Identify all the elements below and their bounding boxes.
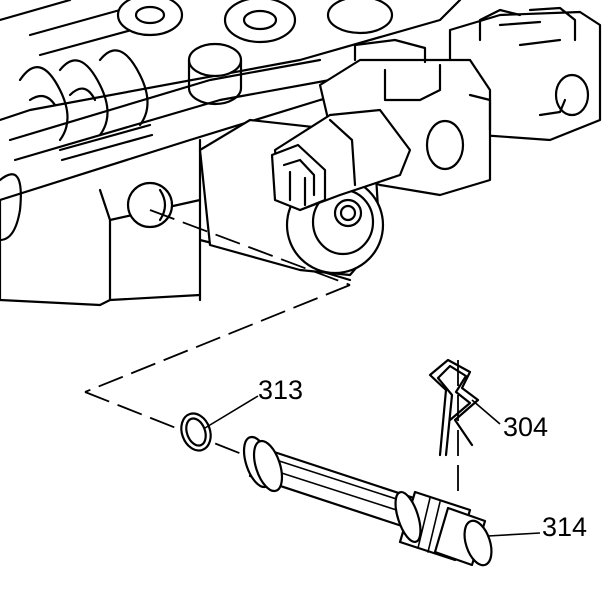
- retainer-clip: [428, 358, 480, 457]
- callout-314-group: 314: [487, 512, 587, 542]
- callout-313-group: 313: [204, 375, 303, 429]
- callout-304: 304: [503, 412, 548, 442]
- callout-313: 313: [258, 375, 303, 405]
- valve: [242, 435, 493, 567]
- assembly-guide-lines: [84, 209, 459, 500]
- leader-304: [471, 399, 501, 425]
- o-ring-seal: [180, 412, 212, 452]
- pressure-control-solenoid: [198, 108, 412, 277]
- leader-314: [487, 532, 541, 537]
- callout-314: 314: [542, 512, 587, 542]
- leader-313: [204, 395, 259, 429]
- callout-304-group: 304: [471, 399, 548, 442]
